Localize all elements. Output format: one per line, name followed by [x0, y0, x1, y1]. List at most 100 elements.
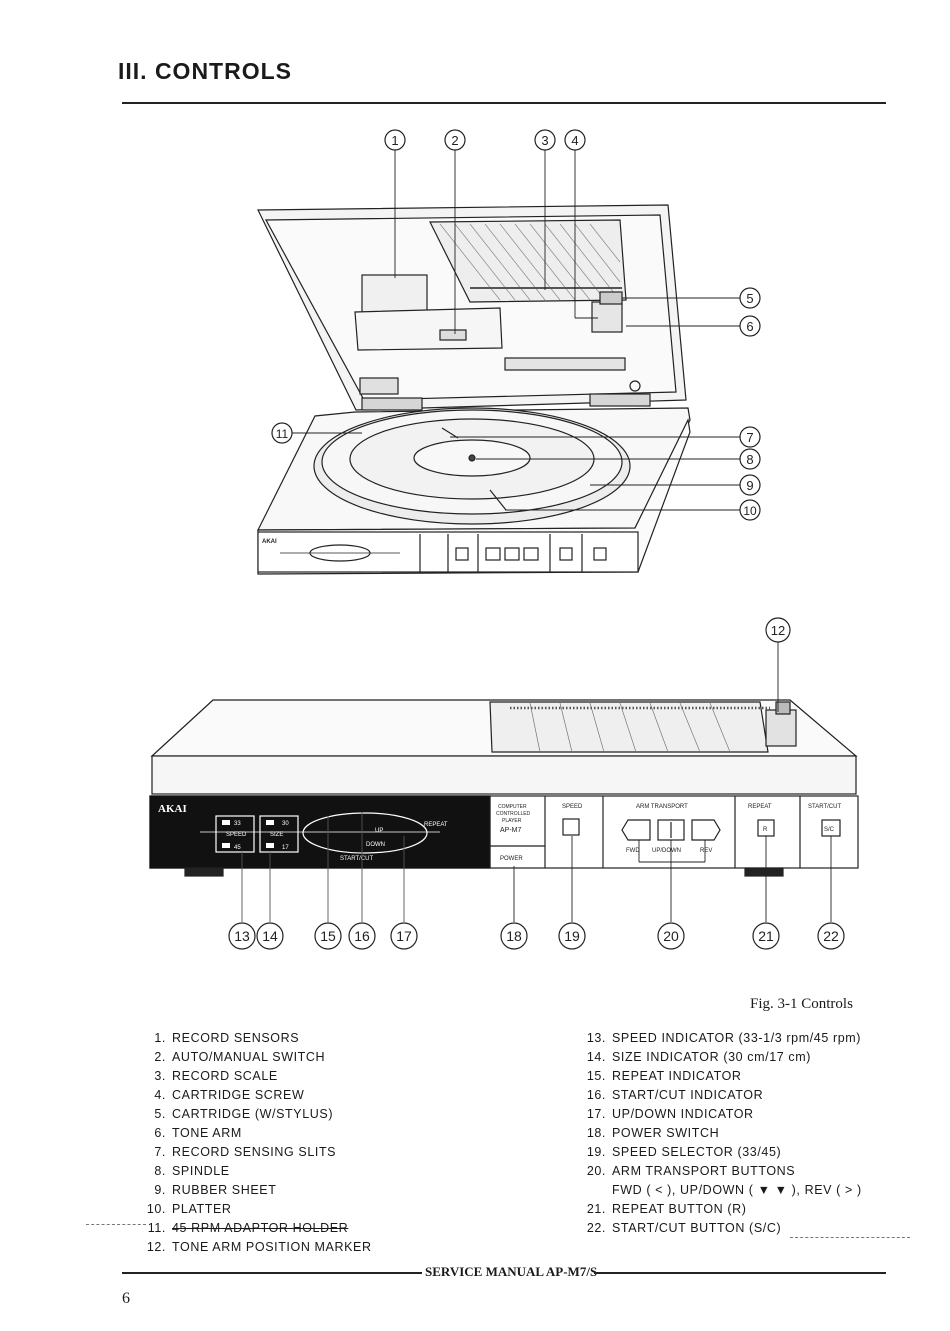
- list-item: 11.45 RPM ADAPTOR HOLDER: [147, 1221, 349, 1235]
- callout-circles: 1 2 3 4 5 6 7 8 9 10 11 12 13 14 15 16 1…: [228, 129, 845, 950]
- startcut-indicator-label: START/CUT: [340, 856, 373, 862]
- svg-text:13: 13: [234, 928, 250, 944]
- speed-label: SPEED: [226, 832, 247, 838]
- list-item: 4.CARTRIDGE SCREW: [154, 1088, 305, 1102]
- list-item: 22.START/CUT BUTTON (S/C): [586, 1221, 782, 1235]
- rev-label: REV: [700, 848, 712, 854]
- callout-18: 18: [500, 922, 528, 950]
- model-line1: COMPUTER: [498, 804, 527, 810]
- list-item: 10.PLATTER: [146, 1202, 232, 1216]
- startcut-section-label: START/CUT: [808, 804, 841, 810]
- list-item: 20.ARM TRANSPORT BUTTONS: [586, 1164, 796, 1178]
- svg-text:1: 1: [391, 133, 398, 148]
- bottom-leader-lines: [241, 642, 832, 922]
- list-item: 18.POWER SWITCH: [586, 1126, 720, 1140]
- callout-13: 13: [228, 922, 256, 950]
- model-line2: CONTROLLED: [496, 811, 531, 817]
- callout-12: 12: [765, 617, 791, 643]
- callout-21: 21: [752, 922, 780, 950]
- list-item: 5.CARTRIDGE (W/STYLUS): [154, 1107, 334, 1121]
- callout-1: 1: [384, 129, 406, 151]
- controls-figure: AKAI: [149, 129, 859, 950]
- callout-22: 22: [817, 922, 845, 950]
- svg-text:19: 19: [564, 928, 580, 944]
- svg-text:8: 8: [746, 452, 753, 467]
- list-item: 15.REPEAT INDICATOR: [586, 1069, 742, 1083]
- updown-label: UP/DOWN: [652, 848, 681, 854]
- svg-text:7: 7: [746, 430, 753, 445]
- model-label: AP-M7: [500, 827, 522, 834]
- callout-6: 6: [739, 315, 761, 337]
- svg-text:17: 17: [396, 928, 412, 944]
- turntable-front-drawing: AKAI 33 SPEED 45 30 SIZE 17 UP DOWN REPE…: [149, 699, 859, 877]
- repeat-key-label: R: [763, 827, 768, 833]
- svg-text:10: 10: [743, 504, 757, 518]
- callout-7: 7: [739, 426, 761, 448]
- svg-text:16: 16: [354, 928, 370, 944]
- fwd-label: FWD: [626, 848, 640, 854]
- list-item: 19.SPEED SELECTOR (33/45): [586, 1145, 782, 1159]
- callout-19: 19: [558, 922, 586, 950]
- page-number: 6: [122, 1290, 130, 1307]
- list-item: 9.RUBBER SHEET: [154, 1183, 277, 1197]
- scan-dash-right: [790, 1237, 910, 1238]
- controls-list-left: 1.RECORD SENSORS 2.AUTO/MANUAL SWITCH 3.…: [140, 1029, 372, 1257]
- callout-8: 8: [739, 448, 761, 470]
- speed-33-label: 33: [234, 821, 241, 827]
- arm-transport-label: ARM TRANSPORT: [636, 804, 688, 810]
- size-30-label: 30: [282, 821, 289, 827]
- figure-caption: Fig. 3-1 Controls: [750, 996, 853, 1012]
- list-item: 17.UP/DOWN INDICATOR: [586, 1107, 754, 1121]
- callout-10: 10: [739, 499, 761, 521]
- callout-3: 3: [534, 129, 556, 151]
- svg-text:12: 12: [771, 623, 785, 638]
- brand-logo: AKAI: [158, 803, 187, 815]
- speed-45-label: 45: [234, 845, 241, 851]
- callout-11: 11: [271, 422, 293, 444]
- startcut-key-label: S/C: [824, 827, 835, 833]
- callout-9: 9: [739, 474, 761, 496]
- section-title: III. CONTROLS: [118, 58, 292, 84]
- callout-16: 16: [348, 922, 376, 950]
- svg-text:9: 9: [746, 478, 753, 493]
- size-17-label: 17: [282, 845, 289, 851]
- list-item: 21.REPEAT BUTTON (R): [586, 1202, 747, 1216]
- footer-rule-right: [594, 1272, 886, 1274]
- callout-15: 15: [314, 922, 342, 950]
- svg-text:18: 18: [506, 928, 522, 944]
- scan-dash-left: [86, 1224, 146, 1225]
- power-label: POWER: [500, 856, 523, 862]
- size-label: SIZE: [270, 832, 283, 838]
- callout-17: 17: [390, 922, 418, 950]
- speed-section-label: SPEED: [562, 804, 583, 810]
- footer-rule-left: [122, 1272, 422, 1274]
- svg-text:15: 15: [320, 928, 336, 944]
- list-item-continuation: FWD ( < ), UP/DOWN ( ▼ ▼ ), REV ( > ): [612, 1183, 862, 1197]
- callout-20: 20: [657, 922, 685, 950]
- list-item: 16.START/CUT INDICATOR: [586, 1088, 764, 1102]
- top-leader-lines: [292, 149, 742, 511]
- svg-text:6: 6: [746, 319, 753, 334]
- down-label: DOWN: [366, 842, 385, 848]
- list-item: 8.SPINDLE: [154, 1164, 230, 1178]
- list-item: 13.SPEED INDICATOR (33-1/3 rpm/45 rpm): [586, 1031, 862, 1045]
- list-item: 3.RECORD SCALE: [154, 1069, 278, 1083]
- callout-14: 14: [256, 922, 284, 950]
- callout-4: 4: [564, 129, 586, 151]
- list-item: 1.RECORD SENSORS: [154, 1031, 300, 1045]
- list-item: 12.TONE ARM POSITION MARKER: [146, 1240, 372, 1254]
- title-rule: [122, 102, 886, 104]
- controls-list-right: 13.SPEED INDICATOR (33-1/3 rpm/45 rpm) 1…: [580, 1029, 862, 1238]
- svg-text:5: 5: [746, 291, 753, 306]
- svg-text:20: 20: [663, 928, 679, 944]
- svg-text:11: 11: [276, 427, 289, 441]
- model-line3: PLAYER: [502, 818, 522, 824]
- list-item: 6.TONE ARM: [154, 1126, 242, 1140]
- turntable-perspective-drawing: AKAI: [257, 204, 691, 575]
- svg-text:AKAI: AKAI: [262, 539, 277, 545]
- svg-text:4: 4: [571, 133, 578, 148]
- list-item: 14.SIZE INDICATOR (30 cm/17 cm): [586, 1050, 812, 1064]
- svg-text:21: 21: [758, 928, 774, 944]
- svg-text:14: 14: [262, 928, 278, 944]
- footer-title: SERVICE MANUAL AP-M7/S: [425, 1264, 598, 1279]
